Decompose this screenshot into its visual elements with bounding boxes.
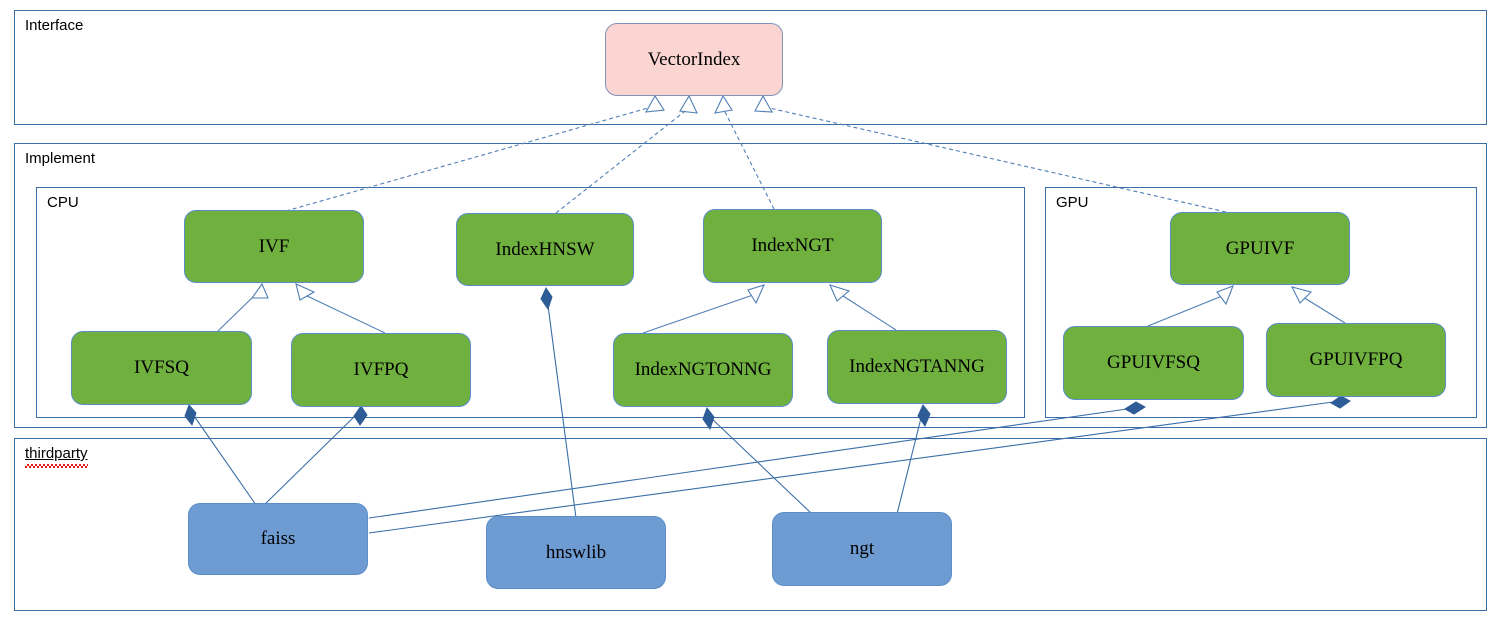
node-faiss[interactable]: faiss xyxy=(188,503,368,575)
node-hnswlib[interactable]: hnswlib xyxy=(486,516,666,589)
node-indexngtanng[interactable]: IndexNGTANNG xyxy=(827,330,1007,404)
node-label-indexngtanng: IndexNGTANNG xyxy=(849,356,985,378)
group-label-interface: Interface xyxy=(25,17,84,34)
node-indexhnsw[interactable]: IndexHNSW xyxy=(456,213,634,286)
node-label-indexhnsw: IndexHNSW xyxy=(495,238,595,260)
node-indexngt[interactable]: IndexNGT xyxy=(703,209,882,283)
node-label-indexngtonng: IndexNGTONNG xyxy=(634,359,772,381)
node-ivfsq[interactable]: IVFSQ xyxy=(71,331,252,405)
node-gpuivfsq[interactable]: GPUIVFSQ xyxy=(1063,326,1244,400)
node-label-indexngt: IndexNGT xyxy=(751,235,834,257)
node-indexngtonng[interactable]: IndexNGTONNG xyxy=(613,333,793,407)
group-label-thirdparty: thirdparty xyxy=(25,445,88,467)
node-ngt[interactable]: ngt xyxy=(772,512,952,586)
node-label-hnswlib: hnswlib xyxy=(545,541,607,563)
node-ivfpq[interactable]: IVFPQ xyxy=(291,333,471,407)
node-label-gpuivfpq: GPUIVFPQ xyxy=(1309,349,1403,371)
node-label-faiss: faiss xyxy=(260,528,296,550)
node-vectorindex[interactable]: VectorIndex xyxy=(605,23,783,96)
node-label-vectorindex: VectorIndex xyxy=(647,48,741,70)
node-label-gpuivfsq: GPUIVFSQ xyxy=(1107,352,1200,374)
group-label-cpu: CPU xyxy=(47,194,79,211)
node-gpuivfpq[interactable]: GPUIVFPQ xyxy=(1266,323,1446,397)
node-label-ngt: ngt xyxy=(849,538,875,560)
node-label-ivfpq: IVFPQ xyxy=(353,359,409,381)
node-label-gpuivf: GPUIVF xyxy=(1225,237,1295,259)
group-label-gpu: GPU xyxy=(1056,194,1089,211)
node-label-ivfsq: IVFSQ xyxy=(134,357,189,379)
group-label-implement: Implement xyxy=(25,150,96,167)
node-ivf[interactable]: IVF xyxy=(184,210,364,283)
node-label-ivf: IVF xyxy=(258,235,290,257)
node-gpuivf[interactable]: GPUIVF xyxy=(1170,212,1350,285)
